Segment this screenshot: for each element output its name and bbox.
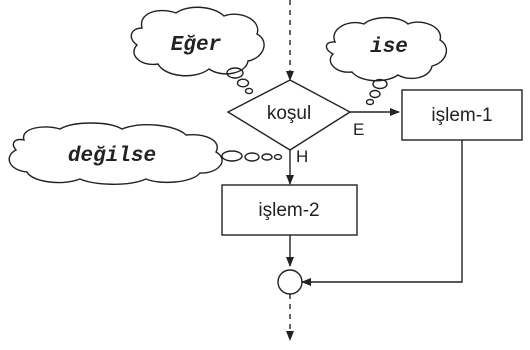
merge-connector-circle [277,269,303,295]
process-1-to-merge-arrow [301,140,463,286]
thought-bubble-if-tail-dot [226,67,244,79]
process-1-label: işlem-1 [431,105,492,126]
thought-bubble-else-tail-dot [273,153,283,161]
thought-bubble-if-label: Eğer [171,34,222,57]
process-2-label: işlem-2 [258,200,319,221]
thought-bubble-then-tail-dot [369,89,381,99]
thought-bubble-else-tail-dot [221,150,243,162]
thought-bubble-then [325,16,448,82]
true-branch-label: E [353,120,364,139]
thought-bubble-if [130,6,265,77]
condition-label: koşul [267,103,311,124]
thought-bubble-if-tail-dot [244,87,254,95]
thought-bubble-then-label: ise [370,36,408,59]
thought-bubble-else-label: değilse [68,145,156,168]
thought-bubble-else-tail-dot [244,152,260,162]
false-branch-label: H [296,147,308,166]
thought-bubble-else [8,122,223,185]
thought-bubble-else-tail-dot [261,153,273,161]
thought-bubble-if-tail-dot [236,78,250,88]
thought-bubble-then-tail-dot [372,78,388,90]
thought-bubble-then-tail-dot [365,98,375,106]
